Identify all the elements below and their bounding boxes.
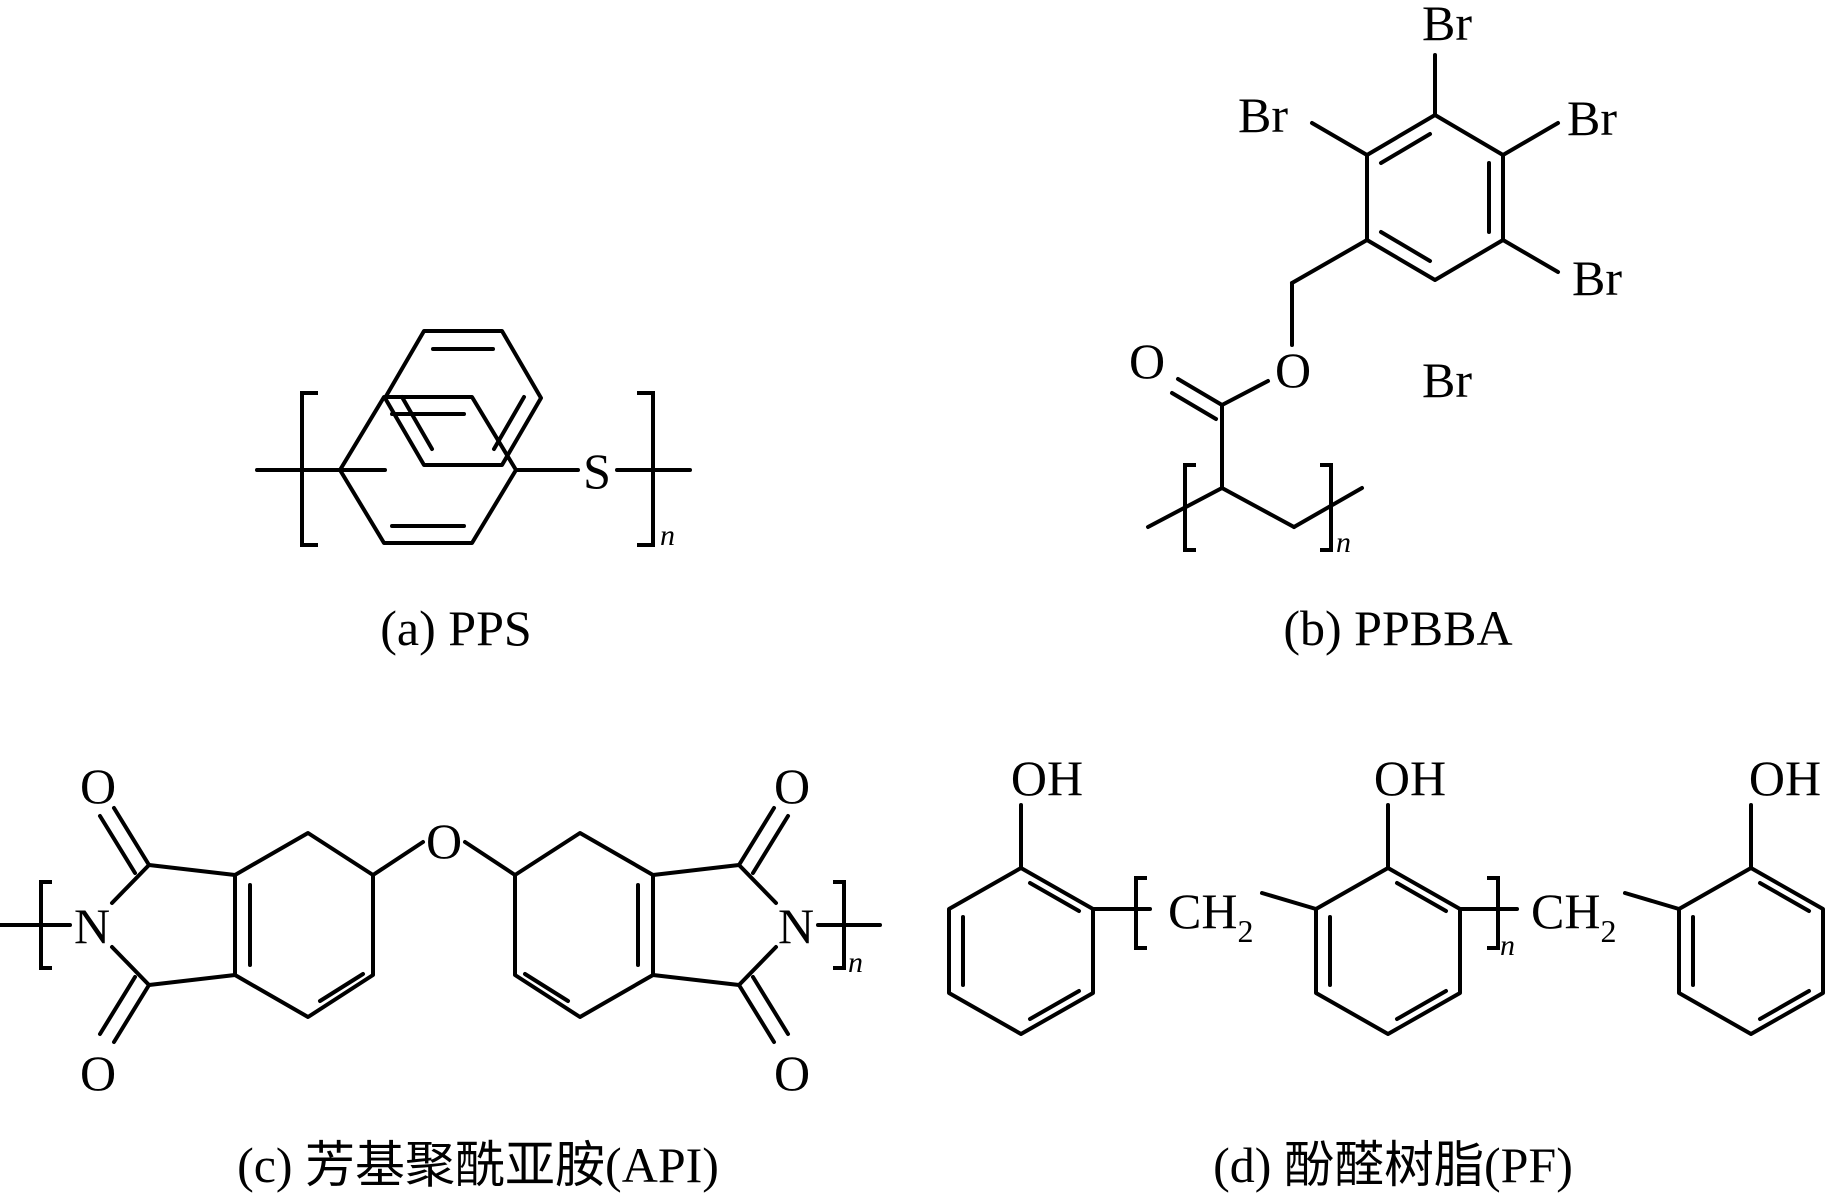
ppbba-repeat-index: n: [1336, 526, 1351, 559]
api-o-lower-right: O: [774, 1045, 810, 1101]
pps-left-bracket: [300, 391, 318, 547]
pps-sulfur: S: [583, 443, 611, 499]
caption-d: (d) 酚醛树脂(PF): [1213, 1137, 1573, 1193]
caption-b: (b) PPBBA: [1283, 600, 1512, 656]
api-n-left: N: [74, 898, 110, 954]
ppbba-br-upper-left: Br: [1238, 87, 1288, 143]
api-repeat-index: n: [848, 946, 863, 979]
ppbba-br-bottom: Br: [1422, 352, 1472, 408]
api-n-right: N: [778, 898, 814, 954]
ppbba-br-top: Br: [1422, 0, 1472, 51]
api-right-bracket: [833, 880, 846, 970]
ppbba-br-lower-right: Br: [1572, 250, 1622, 306]
ppbba-left-bracket: [1183, 463, 1196, 552]
api-o-lower-left: O: [80, 1045, 116, 1101]
pf-oh-2: OH: [1374, 750, 1446, 806]
pf-ch2-1: CH2: [1168, 883, 1253, 949]
panel-b-ppbba: [1146, 53, 1560, 552]
caption-c: (c) 芳基聚酰亚胺(API): [237, 1137, 719, 1193]
pps: [255, 391, 692, 547]
pf-repeat-index: n: [1500, 929, 1515, 962]
panel-c-api: [0, 806, 882, 1044]
ppbba-br-upper-right: Br: [1567, 90, 1617, 146]
caption-a: (a) PPS: [380, 600, 531, 656]
pps-right-bracket: [637, 391, 655, 547]
ppbba-carbonyl-oxygen: O: [1129, 333, 1165, 389]
pps-repeat-index: n: [660, 519, 675, 552]
pf-right-bracket: [1487, 876, 1500, 950]
pf-oh-3: OH: [1749, 750, 1821, 806]
pf-ch2-2: CH2: [1531, 883, 1616, 949]
api-o-upper-right: O: [774, 758, 810, 814]
pf-left-bracket: [1134, 876, 1147, 950]
panel-d-pf: [947, 803, 1825, 1036]
ppbba-right-bracket: [1320, 463, 1333, 552]
api-o-upper-left: O: [80, 758, 116, 814]
api-left-bracket: [39, 880, 52, 970]
ppbba-ester-oxygen: O: [1275, 342, 1311, 398]
pf-oh-1: OH: [1011, 750, 1083, 806]
api-o-bridge: O: [426, 813, 462, 869]
